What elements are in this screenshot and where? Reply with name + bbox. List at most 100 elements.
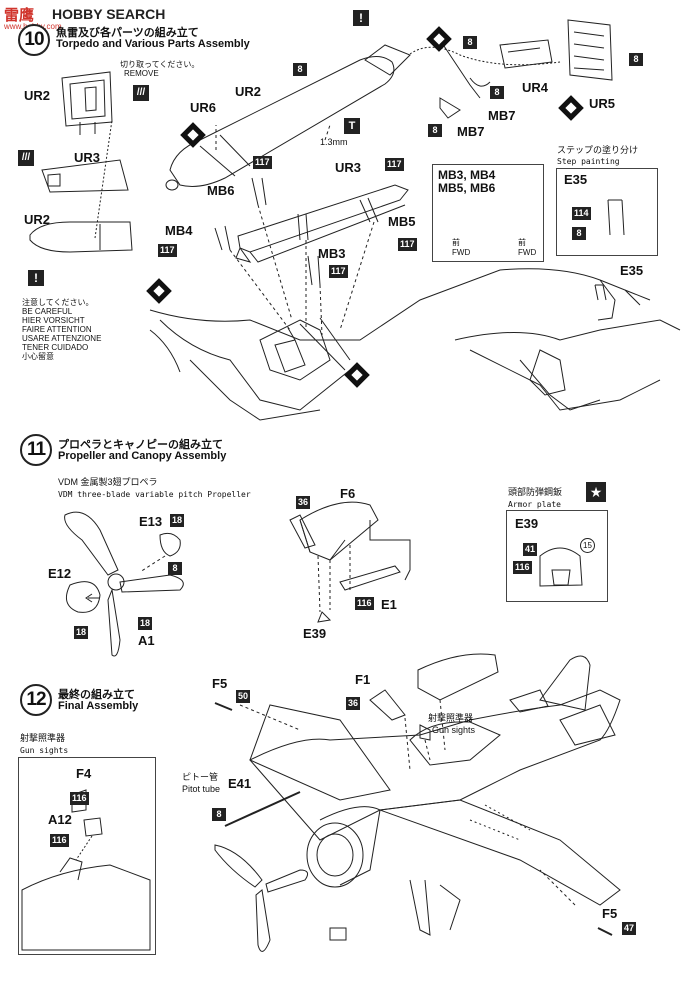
color-8-e13: 8: [168, 562, 182, 575]
cut-icon: ///: [18, 150, 34, 166]
prop-title-en: VDM three-blade variable pitch Propeller: [58, 490, 251, 499]
step-painting-jp: ステップの塗り分け: [557, 145, 639, 155]
color-8-e41: 8: [212, 808, 226, 821]
ur3-drawing: [41, 159, 129, 193]
step-box-e35: E35: [564, 172, 588, 187]
mb-box-line1: MB3, MB4: [438, 168, 496, 182]
gun-sight-inset-en: Gun sights: [20, 746, 69, 755]
watermark-logo: 雷鹰: [4, 6, 35, 24]
part-mb7-a: MB7: [488, 108, 516, 123]
part-a1: A1: [138, 633, 155, 648]
step-10-title-en: Torpedo and Various Parts Assembly: [56, 38, 250, 50]
color-116-armor: 116: [513, 561, 532, 574]
glue-icon: T: [344, 118, 360, 134]
pitot-en: Pitot tube: [182, 784, 221, 794]
part-e13: E13: [139, 514, 163, 529]
prop-blade-3: [107, 588, 121, 657]
color-8-step: 8: [572, 227, 586, 240]
star-icon: ★: [586, 482, 606, 502]
spinner-backplate: [65, 581, 101, 613]
color-114-step: 114: [572, 207, 591, 220]
color-15-armor: 15: [580, 538, 595, 553]
step-12-title-en: Final Assembly: [58, 700, 139, 712]
fuselage-left: [149, 268, 651, 341]
part-mb3: MB3: [318, 246, 346, 261]
color-18-e13: 18: [170, 514, 185, 527]
part-mb5: MB5: [388, 214, 416, 229]
step-painting-box: [556, 168, 658, 256]
dim-note: 1.3mm: [320, 137, 348, 147]
fuselage-right: [454, 319, 681, 341]
part-ur5: UR5: [589, 96, 616, 111]
ur2-torpedo-side: [29, 221, 133, 253]
step-11-title-jp: プロペラとキャノピーの組み立て: [58, 438, 223, 451]
color-116-e1: 116: [355, 597, 374, 610]
caution-cn: 小心留意: [22, 352, 54, 361]
step-11-title-en: Propeller and Canopy Assembly: [58, 450, 227, 462]
color-116-f4: 116: [70, 792, 89, 805]
caution-line-4: USARE ATTENZIONE: [22, 334, 102, 343]
cut-icon: ///: [133, 85, 149, 101]
part-e1: E1: [381, 597, 397, 612]
part-e41: E41: [228, 776, 252, 791]
prop-blade-2: [119, 574, 184, 593]
color-117-ur3: 117: [385, 158, 404, 171]
part-e12: E12: [48, 566, 72, 581]
fwd-en-left: FWD: [452, 248, 471, 257]
color-18-a1: 18: [138, 617, 153, 630]
color-36-f1: 36: [346, 697, 361, 710]
step-painting-en: Step painting: [557, 157, 620, 166]
part-mb6: MB6: [207, 183, 235, 198]
caution-icon: !: [28, 270, 44, 286]
part-f1: F1: [355, 672, 371, 687]
part-mb7-b: MB7: [457, 124, 485, 139]
rack-body: [237, 184, 409, 253]
color-8-mb7-a: 8: [490, 86, 504, 99]
prop-blade-1: [64, 511, 119, 576]
color-117-mb5: 117: [398, 238, 417, 251]
armor-part-e39: E39: [515, 516, 539, 531]
part-f5-bottom: F5: [602, 906, 618, 921]
part-f5-top: F5: [212, 676, 228, 691]
caution-jp: 注意してください。: [22, 298, 94, 307]
color-8-ur4: 8: [463, 36, 477, 49]
part-e1-rail: [339, 565, 401, 591]
color-116-a12: 116: [50, 834, 69, 847]
color-117-mb4: 117: [158, 244, 177, 257]
color-41-armor: 41: [523, 543, 538, 556]
part-ur3: UR3: [74, 150, 101, 165]
fwd-en-right: FWD: [518, 248, 537, 257]
ur5-drawing: [567, 19, 613, 81]
gun-sight-inset-box: [18, 757, 156, 955]
part-ur2-top: UR2: [24, 88, 51, 103]
hobby-search-brand: HOBBY SEARCH: [52, 6, 166, 22]
color-8-mb7-b: 8: [428, 124, 442, 137]
gun-sight-main-jp: 射撃照準器: [428, 713, 474, 723]
part-a12: A12: [48, 812, 72, 827]
tail-fin: [539, 655, 591, 711]
gun-sight-f4-drawing: [71, 789, 87, 813]
color-47-f5: 47: [622, 922, 637, 935]
armor-title-en: Armor plate: [508, 500, 561, 509]
pitot-jp: ピトー管: [182, 772, 219, 782]
part-ur3-rack: UR3: [335, 160, 362, 175]
part-e39-canopy: E39: [303, 626, 327, 641]
gun-sight-main-en: Gun sights: [432, 725, 476, 735]
part-ur2-side: UR2: [24, 212, 51, 227]
cut-note-en: REMOVE: [124, 69, 159, 78]
fwd-jp-left: 前: [452, 238, 460, 247]
mb-box-line2: MB5, MB6: [438, 181, 496, 195]
part-ur6: UR6: [190, 100, 217, 115]
color-36-f6: 36: [296, 496, 311, 509]
right-wing: [379, 799, 621, 906]
aircraft-prop-blade-2: [255, 889, 271, 952]
caution-icon: !: [353, 10, 369, 26]
left-wing: [249, 704, 391, 801]
step-11-number: 11: [20, 434, 52, 466]
part-ur2-torpedo: UR2: [235, 84, 262, 99]
ur4-drawing: [499, 39, 553, 69]
caution-line-3: FAIRE ATTENTION: [22, 325, 92, 334]
armor-plate-box: [506, 510, 608, 602]
